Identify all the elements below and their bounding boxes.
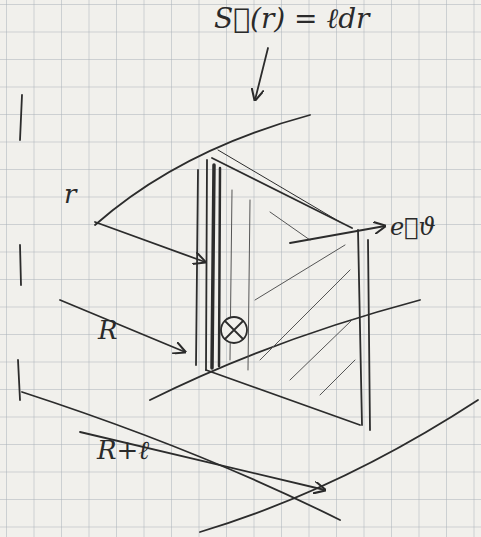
sketch-label: r [62, 180, 78, 209]
sketch-label: R [96, 316, 120, 345]
pencil-lines [18, 48, 478, 532]
sketch-label: R+ℓ [95, 436, 151, 465]
sketch-label: S⃗(r) = ℓdr [212, 4, 371, 35]
sketch-label: e⃗ϑ [388, 214, 438, 240]
